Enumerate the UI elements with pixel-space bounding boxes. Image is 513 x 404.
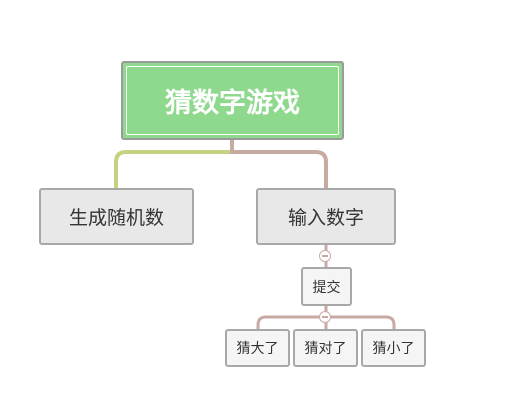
node-guess-too-small[interactable]: 猜小了 — [361, 329, 426, 367]
connector-root-to-generate — [114, 138, 234, 190]
node-guess-too-big-label: 猜大了 — [236, 341, 279, 357]
node-generate-random-label: 生成随机数 — [68, 207, 164, 229]
node-input-number[interactable]: 输入数字 — [256, 188, 396, 245]
root-node-label: 猜数字游戏 — [165, 88, 300, 119]
node-input-number-label: 输入数字 — [287, 207, 364, 229]
node-guess-too-small-label: 猜小了 — [372, 341, 415, 357]
node-guess-correct[interactable]: 猜对了 — [293, 329, 358, 367]
node-submit-label: 提交 — [312, 279, 341, 296]
node-guess-correct-label: 猜对了 — [304, 341, 347, 357]
node-guess-too-big[interactable]: 猜大了 — [225, 329, 290, 367]
node-submit[interactable]: 提交 — [301, 267, 352, 306]
connector-root-to-input — [230, 138, 328, 190]
collapse-icon[interactable] — [319, 250, 331, 262]
node-generate-random[interactable]: 生成随机数 — [39, 188, 194, 245]
root-node[interactable]: 猜数字游戏 — [121, 61, 344, 140]
collapse-icon[interactable] — [319, 311, 331, 323]
